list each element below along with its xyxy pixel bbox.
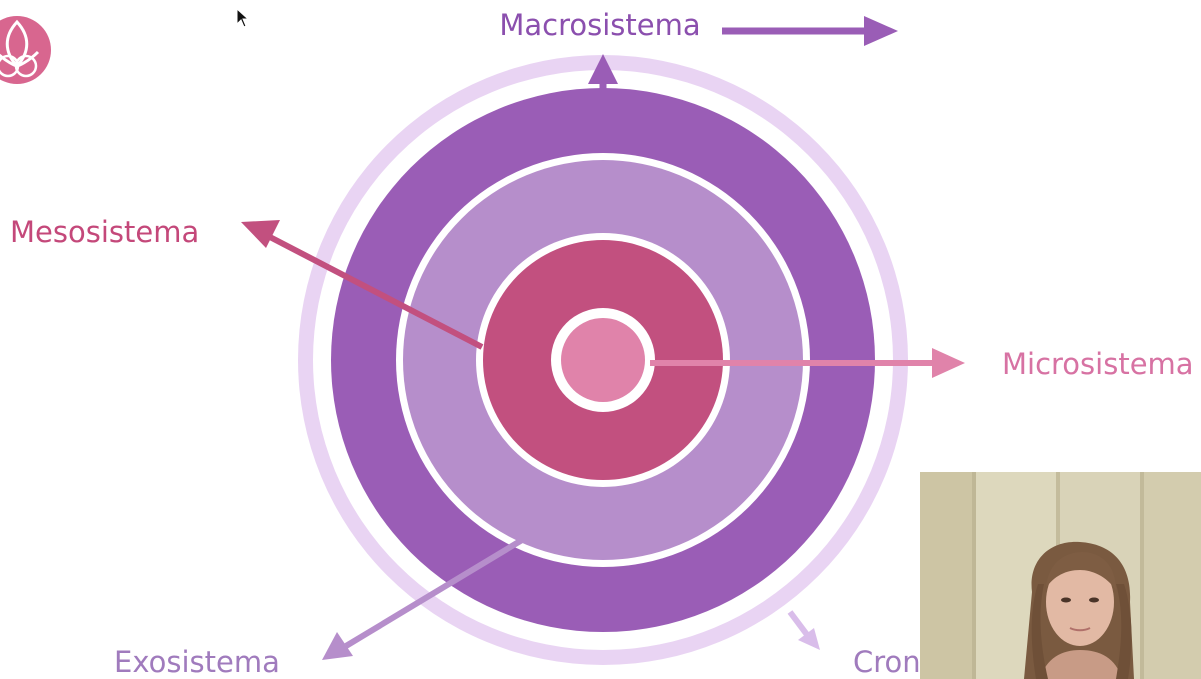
microsistema-label: Microsistema <box>1002 347 1194 381</box>
exosistema-label: Exosistema <box>114 645 280 679</box>
cronosistema-label: Cron <box>853 645 921 679</box>
macro-right-arrow <box>722 16 898 46</box>
mouse-cursor-icon <box>236 8 250 32</box>
crono-arrow <box>790 612 820 650</box>
lotus-logo-icon <box>0 8 52 92</box>
microsistema-core <box>561 318 645 402</box>
presenter-video <box>920 472 1201 679</box>
mesosistema-label: Mesosistema <box>10 215 199 249</box>
webcam-video-overlay[interactable] <box>920 472 1201 679</box>
macrosistema-label: Macrosistema <box>499 8 700 42</box>
